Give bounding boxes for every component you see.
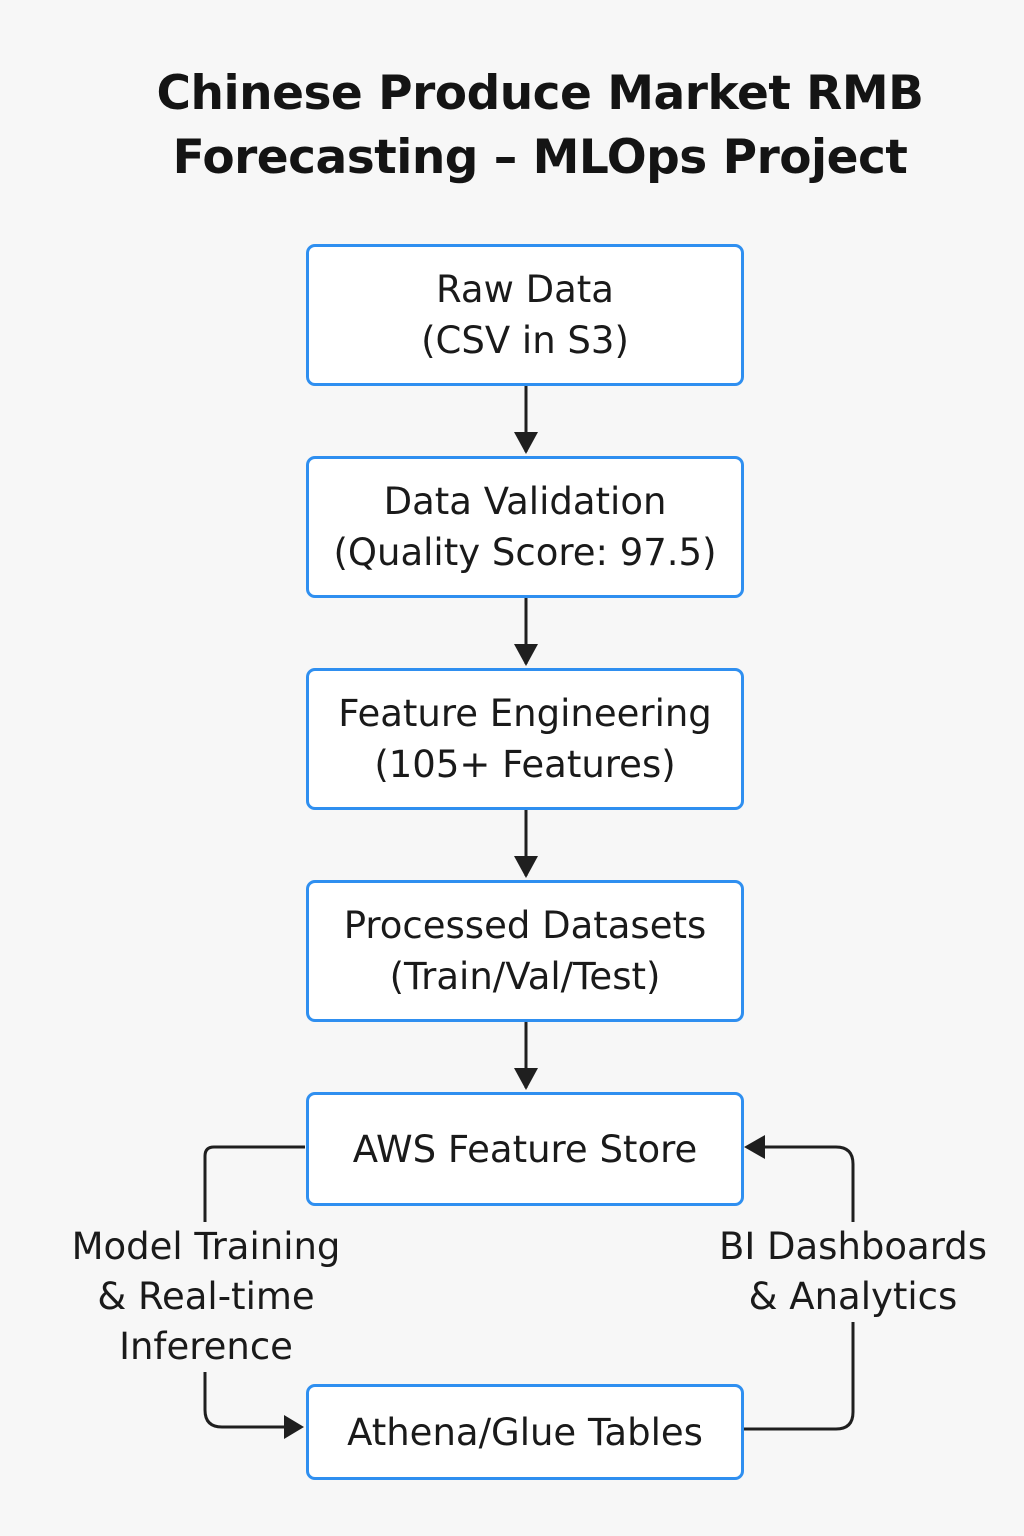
feature-engineering-subtitle: (105+ Features) [374,743,676,786]
bi-dashboards-line-1: BI Dashboards [718,1225,988,1268]
raw-data-subtitle: (CSV in S3) [421,319,629,362]
title-line-2: Forecasting – MLOps Project [172,130,908,185]
feature-engineering-node: Feature Engineering (105+ Features) [306,668,744,810]
raw-data-node: Raw Data (CSV in S3) [306,244,744,386]
model-training-line-2: & Real-time [97,1275,315,1318]
title-line-1: Chinese Produce Market RMB [156,66,924,121]
feature-store-title: AWS Feature Store [352,1127,698,1171]
processed-datasets-subtitle: (Train/Val/Test) [389,955,661,998]
model-training-line-1: Model Training [71,1225,341,1268]
data-validation-subtitle: (Quality Score: 97.5) [333,531,717,574]
bi-dashboards-label: BI Dashboards & Analytics [700,1222,1006,1322]
feature-store-node: AWS Feature Store [306,1092,744,1206]
feature-engineering-title: Feature Engineering [338,692,712,735]
model-training-label: Model Training & Real-time Inference [58,1222,354,1372]
model-training-line-3: Inference [119,1325,293,1368]
diagram-title: Chinese Produce Market RMB Forecasting –… [0,62,1024,190]
data-validation-title: Data Validation [383,480,667,523]
raw-data-title: Raw Data [436,268,614,311]
data-validation-node: Data Validation (Quality Score: 97.5) [306,456,744,598]
processed-datasets-node: Processed Datasets (Train/Val/Test) [306,880,744,1022]
processed-datasets-title: Processed Datasets [343,904,707,947]
athena-glue-title: Athena/Glue Tables [347,1410,703,1454]
bi-dashboards-line-2: & Analytics [748,1275,958,1318]
athena-glue-node: Athena/Glue Tables [306,1384,744,1480]
